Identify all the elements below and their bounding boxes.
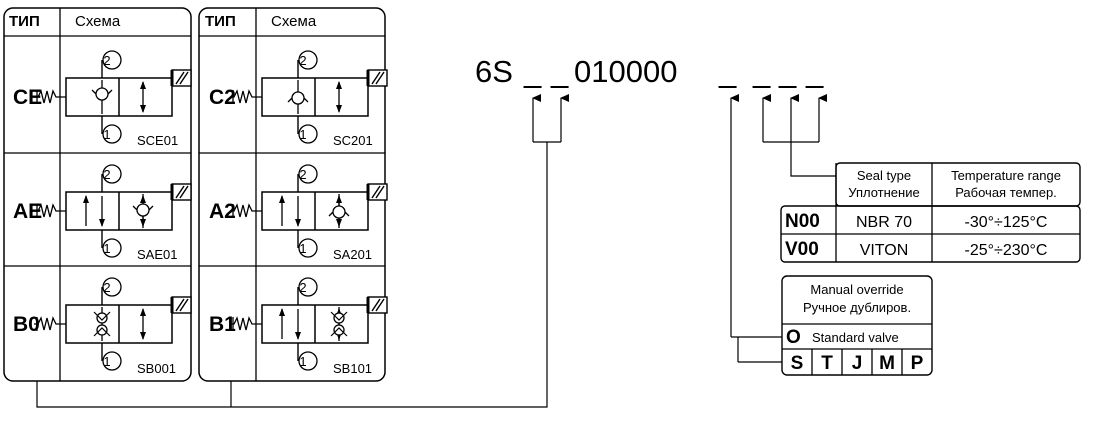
port-1-label: 1: [299, 127, 306, 142]
type-ae: AE: [13, 200, 42, 223]
valve-symbol-b1: [228, 276, 389, 372]
temp-n00: -30°÷125°C: [965, 214, 1048, 231]
left-scheme-header: Схема: [75, 13, 121, 30]
override-option-s: S: [791, 353, 804, 374]
port-2-label: 2: [103, 167, 110, 182]
model-blank-2: _: [550, 54, 569, 89]
override-code-o: O: [786, 327, 801, 348]
left-valve-table: ТИП Схема CE AE B0 2 1 2 1 2 1: [3, 7, 193, 382]
model-middle: 010000: [574, 54, 677, 89]
override-header-ru: Ручное дублиров.: [803, 300, 911, 315]
valve-symbol-ae: [32, 163, 193, 259]
right-scheme-header: Схема: [271, 13, 317, 30]
code-sb101: SB101: [333, 361, 372, 376]
type-b1: B1: [209, 313, 236, 336]
valve-symbol-c2: [228, 49, 389, 145]
port-2-label: 2: [299, 53, 306, 68]
type-b0: B0: [13, 313, 40, 336]
connector-lines: [36, 94, 836, 408]
left-type-header: ТИП: [9, 13, 40, 30]
override-option-j: J: [852, 353, 863, 374]
right-type-header: ТИП: [205, 13, 236, 30]
override-standard-label: Standard valve: [812, 330, 899, 345]
seal-header-ru: Уплотнение: [848, 185, 919, 200]
code-sb001: SB001: [137, 361, 176, 376]
port-2-label: 2: [103, 280, 110, 295]
temp-header-ru: Рабочая темпер.: [955, 185, 1057, 200]
port-1-label: 1: [103, 354, 110, 369]
seal-nbr70: NBR 70: [856, 214, 912, 231]
override-option-p: P: [911, 353, 924, 374]
override-option-m: M: [879, 353, 895, 374]
seal-viton: VITON: [860, 242, 909, 259]
code-sc201: SC201: [333, 133, 373, 148]
model-blank-1: _: [523, 54, 542, 89]
code-sa201: SA201: [333, 247, 372, 262]
right-valve-table: ТИП Схема C2 A2 B1: [198, 7, 389, 382]
port-1-label: 1: [103, 127, 110, 142]
seal-type-table: Seal type Уплотнение Temperature range Р…: [780, 162, 1081, 263]
seal-header-en: Seal type: [857, 168, 911, 183]
model-blank-3: _: [718, 54, 737, 89]
model-prefix: 6S: [475, 54, 513, 89]
port-2-label: 2: [299, 280, 306, 295]
code-sce01: SCE01: [137, 133, 178, 148]
temp-header-en: Temperature range: [951, 168, 1061, 183]
temp-v00: -25°÷230°C: [965, 242, 1048, 259]
model-blank-4: _: [752, 54, 771, 89]
valve-symbol-b0: [32, 276, 193, 372]
valve-symbol-ce: [32, 49, 193, 145]
manual-override-table: Manual override Ручное дублиров. O Stand…: [781, 275, 933, 376]
port-1-label: 1: [103, 241, 110, 256]
port-2-label: 2: [103, 53, 110, 68]
code-sae01: SAE01: [137, 247, 177, 262]
port-2-label: 2: [299, 167, 306, 182]
override-option-t: T: [821, 353, 833, 374]
port-1-label: 1: [299, 241, 306, 256]
model-code: 6S _ _ 010000 _ _ _ _: [475, 54, 824, 89]
type-c2: C2: [209, 86, 236, 109]
type-ce: CE: [13, 86, 42, 109]
seal-code-v00: V00: [785, 239, 819, 260]
model-blank-5: _: [778, 54, 797, 89]
seal-code-n00: N00: [785, 211, 820, 232]
type-a2: A2: [209, 200, 236, 223]
port-1-label: 1: [299, 354, 306, 369]
override-header-en: Manual override: [810, 282, 903, 297]
valve-symbol-a2: [228, 163, 389, 259]
model-blank-6: _: [805, 54, 824, 89]
